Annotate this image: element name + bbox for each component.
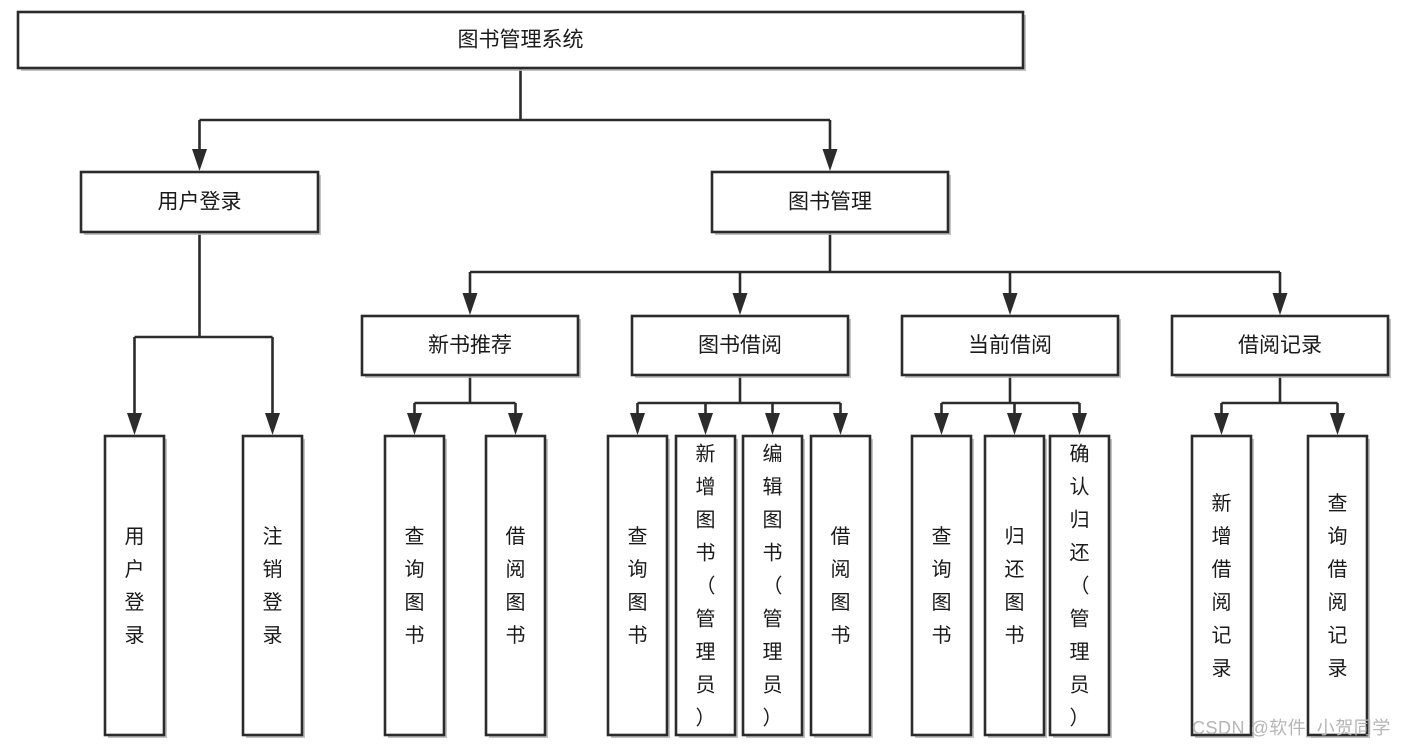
- node-leaf-br-borrow[interactable]: 借阅图书: [809, 434, 873, 738]
- edge-arrow-login: [192, 149, 207, 171]
- node-login[interactable]: 用户登录: [79, 170, 321, 235]
- node-box[interactable]: [710, 170, 950, 234]
- node-leaf-br-add[interactable]: 新增图书（管理员）: [674, 434, 738, 738]
- edge-arrow-leaf-user-logout: [265, 413, 280, 435]
- edge-arrow-leaf-rec-add: [1214, 413, 1229, 435]
- node-newbook[interactable]: 新书推荐: [360, 314, 581, 378]
- edge-arrow-current: [1002, 293, 1018, 315]
- node-leaf-new-borrow[interactable]: 借阅图书: [484, 434, 548, 738]
- node-label: 用户登录: [158, 191, 242, 214]
- node-current[interactable]: 当前借阅: [900, 314, 1121, 378]
- node-leaf-rec-query[interactable]: 查询借阅记录: [1306, 434, 1370, 738]
- edge-arrow-leaf-br-edit: [765, 413, 780, 435]
- node-box[interactable]: [809, 434, 872, 737]
- node-label: 查询图书: [405, 525, 425, 647]
- node-box[interactable]: [674, 434, 737, 737]
- edge-arrow-newbook: [462, 293, 478, 315]
- node-label: 注销登录: [263, 525, 283, 647]
- node-box[interactable]: [900, 314, 1120, 377]
- node-box[interactable]: [383, 434, 446, 737]
- edge-group-newbook: [407, 375, 523, 435]
- edge-group-record: [1214, 375, 1345, 435]
- node-box[interactable]: [630, 314, 850, 377]
- nodes-layer: 图书管理系统用户登录图书管理新书推荐图书借阅当前借阅借阅记录用户登录注销登录查询…: [16, 10, 1391, 738]
- edge-arrow-leaf-new-borrow: [508, 413, 523, 435]
- node-label: 用户登录: [125, 526, 145, 647]
- edge-arrow-leaf-cur-return: [1007, 413, 1022, 435]
- edge-group-bookmgr: [462, 232, 1288, 315]
- node-label: 查询借阅记录: [1328, 492, 1348, 680]
- edge-group-login: [127, 232, 280, 435]
- node-leaf-br-query[interactable]: 查询图书: [606, 434, 670, 738]
- node-box[interactable]: [1190, 434, 1253, 737]
- node-box[interactable]: [241, 434, 304, 737]
- node-box[interactable]: [1048, 434, 1111, 737]
- node-box[interactable]: [910, 434, 973, 737]
- node-label: 确认归还（管理员）: [1070, 443, 1090, 730]
- node-box[interactable]: [16, 10, 1025, 70]
- node-label: 编辑图书（管理员）: [763, 443, 783, 730]
- edge-arrow-bookmgr: [822, 149, 838, 171]
- edge-group-borrow: [630, 375, 848, 435]
- node-box[interactable]: [606, 434, 669, 737]
- node-leaf-br-edit[interactable]: 编辑图书（管理员）: [741, 434, 805, 738]
- node-label: 图书管理系统: [458, 29, 584, 52]
- edge-arrow-leaf-br-borrow: [833, 413, 848, 435]
- node-label: 图书管理: [788, 191, 872, 214]
- node-label: 新增借阅记录: [1212, 492, 1232, 680]
- node-leaf-user-login[interactable]: 用户登录: [103, 434, 167, 738]
- edge-group-current: [934, 375, 1087, 435]
- node-label: 新书推荐: [428, 334, 512, 357]
- node-label: 查询图书: [628, 525, 648, 647]
- node-leaf-new-query[interactable]: 查询图书: [383, 434, 447, 738]
- node-box[interactable]: [983, 434, 1046, 737]
- node-label: 新增图书（管理员）: [696, 443, 716, 730]
- node-label: 借阅记录: [1238, 334, 1322, 357]
- node-label: 当前借阅: [968, 334, 1052, 357]
- node-leaf-rec-add[interactable]: 新增借阅记录: [1190, 434, 1254, 738]
- edge-arrow-leaf-user-login: [127, 413, 142, 435]
- edge-arrow-leaf-new-query: [407, 413, 422, 435]
- edge-arrow-leaf-cur-confirm: [1072, 413, 1087, 435]
- node-leaf-cur-confirm[interactable]: 确认归还（管理员）: [1048, 434, 1112, 738]
- node-box[interactable]: [79, 170, 320, 234]
- node-label: 图书借阅: [698, 334, 782, 357]
- edge-arrow-leaf-rec-query: [1330, 413, 1345, 435]
- node-box[interactable]: [103, 434, 166, 737]
- edge-arrow-leaf-br-add: [698, 413, 713, 435]
- node-box[interactable]: [741, 434, 804, 737]
- node-leaf-user-logout[interactable]: 注销登录: [241, 434, 305, 738]
- node-leaf-cur-query[interactable]: 查询图书: [910, 434, 974, 738]
- node-box[interactable]: [484, 434, 547, 737]
- edge-arrow-leaf-br-query: [630, 413, 645, 435]
- node-leaf-cur-return[interactable]: 归还图书: [983, 434, 1047, 738]
- node-record[interactable]: 借阅记录: [1170, 314, 1391, 378]
- node-label: 借阅图书: [831, 525, 851, 647]
- node-label: 查询图书: [932, 525, 952, 647]
- node-box[interactable]: [1306, 434, 1369, 737]
- node-box[interactable]: [1170, 314, 1390, 377]
- edges-layer: [127, 68, 1345, 435]
- node-borrow[interactable]: 图书借阅: [630, 314, 851, 378]
- node-bookmgr[interactable]: 图书管理: [710, 170, 951, 235]
- node-root[interactable]: 图书管理系统: [16, 10, 1026, 71]
- node-box[interactable]: [360, 314, 580, 377]
- edge-group-root: [192, 68, 838, 171]
- node-label: 归还图书: [1005, 525, 1025, 647]
- edge-arrow-borrow: [732, 293, 748, 315]
- node-label: 借阅图书: [506, 525, 526, 647]
- edge-arrow-record: [1272, 293, 1288, 315]
- edge-arrow-leaf-cur-query: [934, 413, 949, 435]
